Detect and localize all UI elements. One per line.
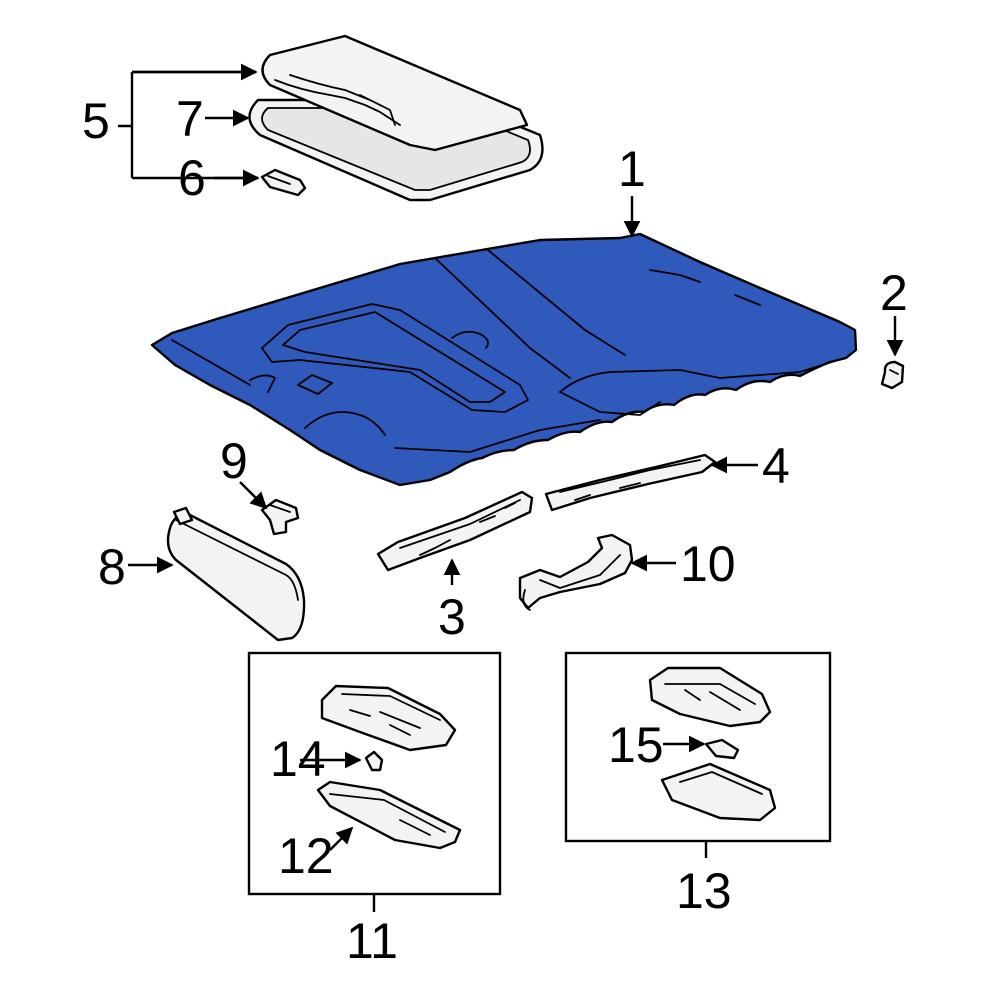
callout-11: 11 — [346, 913, 398, 969]
inset-box-13 — [564, 651, 832, 843]
callout-7: 7 — [176, 91, 204, 147]
sun-visor-holder[interactable] — [260, 498, 300, 536]
lamp-lens-12[interactable] — [316, 780, 462, 850]
dome-lamp-housing-11[interactable] — [320, 684, 457, 752]
callout-6: 6 — [178, 150, 206, 206]
retainer-clip[interactable] — [880, 360, 905, 390]
front-roof-trim[interactable] — [376, 490, 534, 572]
bulb-14[interactable] — [364, 750, 384, 772]
sunshade-handle[interactable] — [260, 168, 307, 197]
bulb-15[interactable] — [704, 738, 740, 760]
callout-4: 4 — [762, 438, 790, 494]
inset-box-11 — [247, 651, 502, 896]
callout-15: 15 — [608, 717, 664, 773]
callout-5: 5 — [82, 93, 110, 149]
callout-12: 12 — [278, 828, 334, 884]
dome-lamp-housing-13[interactable] — [648, 666, 772, 728]
callout-14: 14 — [270, 731, 326, 787]
callout-1: 1 — [618, 141, 646, 197]
callout-9: 9 — [220, 433, 248, 489]
rear-roof-trim[interactable] — [544, 453, 717, 512]
callout-3: 3 — [438, 589, 466, 645]
callout-13: 13 — [676, 863, 732, 919]
leader-lines — [118, 63, 904, 912]
callout-2: 2 — [880, 265, 908, 321]
lamp-lens-13[interactable] — [660, 762, 777, 822]
sun-visor[interactable] — [166, 506, 306, 642]
callout-10: 10 — [680, 536, 736, 592]
callout-8: 8 — [98, 539, 126, 595]
sunshade-panel[interactable] — [261, 34, 529, 152]
assist-grip[interactable] — [518, 533, 634, 611]
headliner[interactable] — [150, 232, 858, 487]
